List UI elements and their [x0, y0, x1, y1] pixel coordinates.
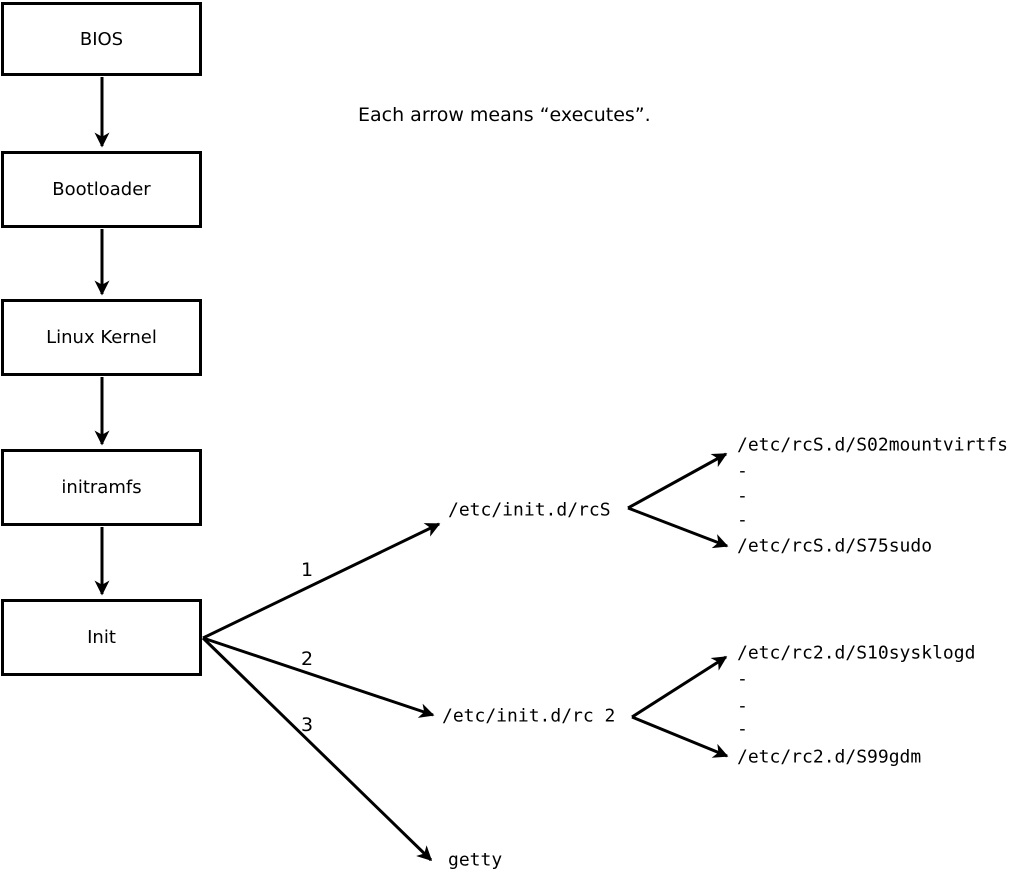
arrow-rc2-to-S10sysklogd	[631, 655, 728, 719]
node-rcS-d-S75sudo: /etc/rcS.d/S75sudo	[737, 535, 933, 557]
arrow-init-to-rcS	[202, 522, 441, 640]
node-init-d-rcS: /etc/init.d/rcS	[448, 499, 611, 521]
node-initramfs: initramfs	[1, 449, 202, 526]
rc2-ellipsis-dash: -	[737, 718, 748, 740]
node-getty: getty	[448, 849, 503, 871]
node-init-label: Init	[87, 627, 116, 648]
node-rc2-d-S99gdm: /etc/rc2.d/S99gdm	[737, 746, 922, 768]
rc2-ellipsis-dash: -	[737, 668, 748, 690]
node-init: Init	[1, 599, 202, 676]
node-bootloader: Bootloader	[1, 151, 202, 228]
arrow-rcS-to-S02mountvirtfs	[627, 452, 728, 510]
rcS-ellipsis-dash: -	[737, 509, 748, 531]
node-rc2-d-S10sysklogd: /etc/rc2.d/S10sysklogd	[737, 642, 976, 664]
branch-order-2: 2	[300, 648, 314, 670]
node-init-d-rc2: /etc/init.d/rc 2	[442, 705, 616, 727]
branch-order-1: 1	[300, 559, 314, 581]
node-bootloader-label: Bootloader	[52, 179, 151, 200]
node-bios: BIOS	[1, 2, 202, 76]
node-linux-kernel-label: Linux Kernel	[46, 327, 157, 348]
arrow-init-to-rc2	[202, 636, 435, 718]
rc2-ellipsis-dash: -	[737, 695, 748, 717]
legend-note: Each arrow means “executes”.	[358, 104, 651, 126]
node-linux-kernel: Linux Kernel	[1, 299, 202, 376]
arrow-rc2-to-S99gdm	[631, 715, 729, 758]
node-initramfs-label: initramfs	[61, 477, 142, 498]
node-bios-label: BIOS	[79, 28, 124, 50]
rcS-ellipsis-dash: -	[737, 485, 748, 507]
rcS-ellipsis-dash: -	[737, 460, 748, 482]
node-rcS-d-S02mountvirtfs: /etc/rcS.d/S02mountvirtfs	[737, 434, 1008, 456]
branch-order-3: 3	[300, 714, 314, 736]
arrow-rcS-to-S75sudo	[627, 506, 729, 549]
arrow-init-to-getty	[201, 636, 433, 862]
